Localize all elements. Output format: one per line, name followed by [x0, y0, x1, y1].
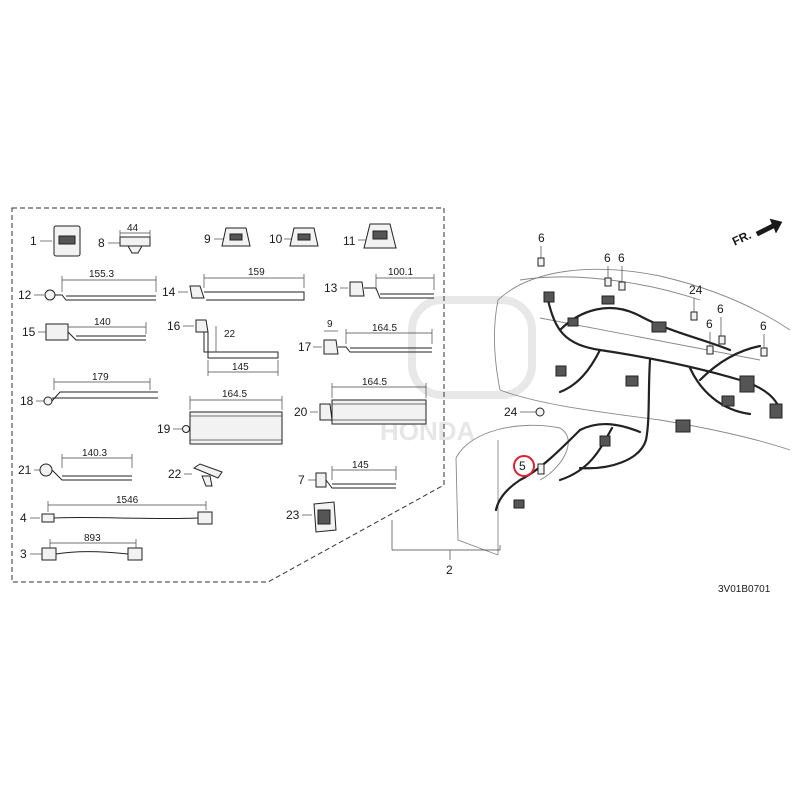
callout-5: 5	[519, 459, 526, 473]
dim-15: 140	[94, 317, 111, 328]
part-9: 9	[204, 227, 251, 247]
bolt-6b	[604, 277, 612, 287]
callout-21: 21	[18, 463, 32, 477]
dim-14: 159	[248, 267, 265, 278]
callout-19: 19	[157, 422, 171, 436]
dim-4: 1546	[116, 495, 139, 506]
part-20: 20 164.5	[294, 377, 427, 425]
parts-group-frame	[11, 207, 445, 583]
bolt-6e	[718, 335, 726, 345]
callout-1: 1	[30, 234, 37, 248]
callout-13: 13	[324, 281, 338, 295]
dim-17a: 9	[327, 319, 333, 330]
part-19: 19 164.5	[157, 389, 283, 445]
callout-6a: 6	[538, 231, 545, 245]
dim-18: 179	[92, 372, 109, 383]
dim-19: 164.5	[222, 389, 247, 400]
front-direction-indicator: FR.	[730, 218, 783, 249]
part-13: 13 100.1	[324, 267, 435, 299]
callout-18: 18	[20, 394, 34, 408]
part-4: 4 1546	[20, 495, 213, 525]
callout-6c: 6	[618, 251, 625, 265]
dim-20: 164.5	[362, 377, 387, 388]
callout-15: 15	[22, 325, 36, 339]
callout-11: 11	[343, 234, 356, 248]
bolt-24a	[690, 311, 698, 321]
dim-16: 22	[224, 329, 236, 340]
part-15: 15 140	[22, 317, 147, 341]
callout-6f: 6	[760, 319, 767, 333]
dashboard-illustration	[455, 257, 791, 556]
dim-13: 100.1	[388, 267, 413, 278]
part-17: 17 9 164.5	[298, 319, 433, 355]
callout-23: 23	[286, 508, 300, 522]
part-14: 14 159	[162, 267, 305, 301]
front-arrow-icon	[755, 218, 783, 237]
bolt-6f	[760, 347, 768, 357]
part-1: 1	[30, 225, 81, 257]
dim-17b: 164.5	[372, 323, 397, 334]
callout-24b: 24	[504, 405, 518, 419]
part-7: 7 145	[298, 460, 397, 489]
front-direction-label: FR.	[730, 228, 753, 249]
callout-24a: 24	[689, 283, 703, 297]
callout-2: 2	[446, 563, 453, 577]
bolt-24b	[535, 407, 545, 417]
callout-3: 3	[20, 547, 27, 561]
dim-3: 893	[84, 533, 101, 544]
dim-21: 140.3	[82, 448, 107, 459]
callout-16: 16	[167, 319, 181, 333]
part-11: 11	[343, 223, 397, 249]
callout-6e: 6	[717, 302, 724, 316]
bolt-5	[537, 463, 545, 475]
dim-12: 155.3	[89, 269, 114, 280]
part-12: 12 155.3	[18, 269, 157, 302]
callout-14: 14	[162, 285, 176, 299]
callout-12: 12	[18, 288, 32, 302]
dim-16b: 145	[232, 362, 249, 373]
callout-8: 8	[98, 236, 105, 250]
callout-22: 22	[168, 467, 182, 481]
diagram-code: 3V01B0701	[718, 584, 771, 595]
part-3: 3 893	[20, 533, 143, 561]
part-18: 18 179	[20, 372, 158, 408]
callout-20: 20	[294, 405, 308, 419]
part-8: 8 44	[98, 223, 151, 254]
bolt-6d	[706, 345, 714, 355]
bolt-6a	[537, 257, 545, 267]
callout-4: 4	[20, 511, 27, 525]
part-2-bracket: 2	[391, 520, 501, 577]
callout-6b: 6	[604, 251, 611, 265]
callout-7: 7	[298, 473, 305, 487]
callout-5-highlight-ring	[513, 455, 535, 477]
part-23: 23	[286, 501, 337, 533]
part-21: 21 140.3	[18, 448, 133, 481]
part-10: 10	[269, 227, 319, 247]
callout-10: 10	[269, 232, 283, 246]
callout-17: 17	[298, 340, 312, 354]
part-22: 22	[168, 463, 223, 487]
bolt-6c	[618, 281, 626, 291]
dim-8: 44	[127, 223, 139, 234]
part-16: 16 22 145	[167, 319, 279, 376]
callout-6d: 6	[706, 317, 713, 331]
dim-7: 145	[352, 460, 369, 471]
callout-9: 9	[204, 232, 211, 246]
